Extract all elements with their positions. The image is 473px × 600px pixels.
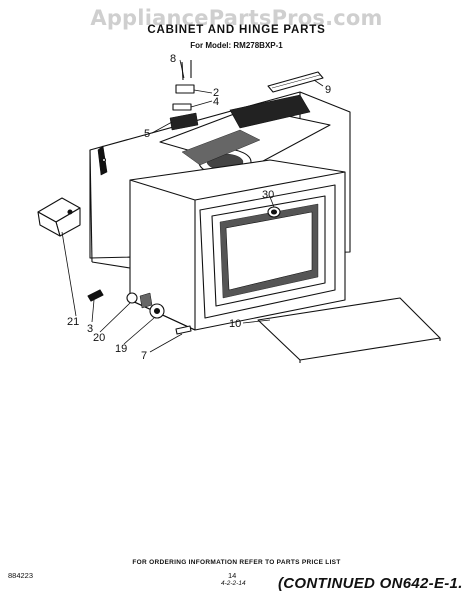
- callout-30: 30: [262, 189, 274, 201]
- front-frame: [129, 159, 346, 331]
- callout-10: 10: [229, 318, 241, 330]
- ordering-info: FOR ORDERING INFORMATION REFER TO PARTS …: [132, 559, 341, 566]
- callout-2: 2: [213, 87, 219, 99]
- diagram-title: CABINET AND HINGE PARTS: [147, 24, 326, 36]
- callout-4: 4: [213, 96, 219, 108]
- callout-21: 21: [67, 316, 79, 328]
- callout-19: 19: [115, 343, 127, 355]
- document-code: 884223: [8, 571, 34, 580]
- lamp-part-30: [267, 206, 281, 218]
- watermark-text: AppliancePartsPros.com: [90, 6, 383, 30]
- callout-3: 3: [87, 323, 93, 335]
- base-panel-part-10: [257, 297, 441, 363]
- callout-leaders: [61, 59, 324, 353]
- hinge-bar-part-9: [267, 71, 324, 93]
- page-number: 14: [228, 571, 237, 580]
- callout-9: 9: [325, 84, 331, 96]
- handwritten-note: 4-2-2-14: [221, 580, 246, 587]
- callout-7: 7: [141, 350, 147, 362]
- callout-20: 20: [93, 332, 105, 344]
- continued-note: (CONTINUED ON642-E-1.: [278, 575, 463, 592]
- callout-8: 8: [170, 53, 176, 65]
- bracket-part-21: [37, 197, 81, 237]
- hinge-assembly: [169, 60, 199, 131]
- callout-5: 5: [144, 128, 150, 140]
- model-number: For Model: RM278BXP-1: [190, 41, 283, 50]
- small-parts: [87, 289, 192, 335]
